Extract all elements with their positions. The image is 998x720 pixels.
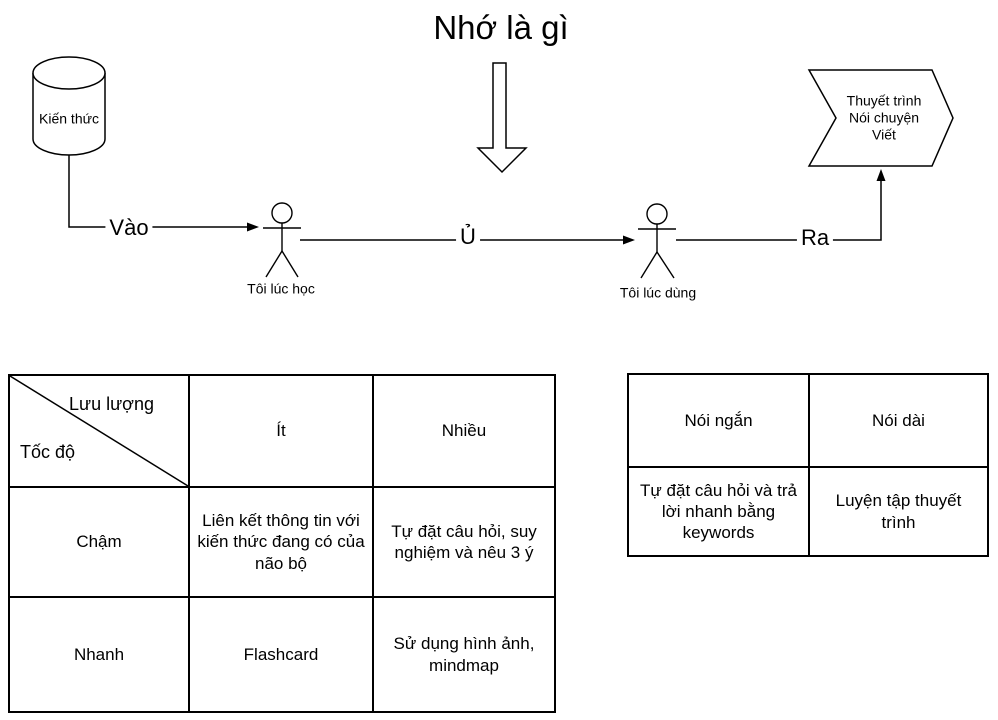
matrix-corner-speed-label: Tốc độ xyxy=(20,441,76,462)
output-line-2: Nói chuyện xyxy=(848,109,920,126)
page-title: Nhớ là gì xyxy=(433,9,569,47)
matrix-corner-volume-label: Lưu lượng xyxy=(69,394,154,414)
speaking-col-header-long: Nói dài xyxy=(809,374,988,467)
matrix-cell-fast-little: Flashcard xyxy=(189,597,373,712)
speaking-cell-short: Tự đặt câu hỏi và trả lời nhanh bằng key… xyxy=(628,467,809,556)
speaking-cell-long: Luyện tập thuyết trình xyxy=(809,467,988,556)
matrix-cell-slow-much: Tự đặt câu hỏi, suy nghiệm và nêu 3 ý xyxy=(373,487,555,597)
speaking-table: Nói ngắn Nói dài Tự đặt câu hỏi và trả l… xyxy=(627,373,989,557)
edge-in-connector xyxy=(68,155,259,232)
matrix-row-header-slow: Chậm xyxy=(9,487,189,597)
speaking-col-header-short: Nói ngắn xyxy=(628,374,809,467)
actor-learning-label: Tôi lúc học xyxy=(247,280,315,297)
output-chevron-icon xyxy=(807,69,954,167)
matrix-row-header-fast: Nhanh xyxy=(9,597,189,712)
output-chevron-label: Thuyết trình Nói chuyện Viết xyxy=(847,93,922,144)
matrix-col-header-little: Ít xyxy=(189,375,373,487)
corner-diagonal-line xyxy=(9,375,189,487)
actor-learning-icon xyxy=(263,202,301,278)
database-cylinder-icon xyxy=(32,56,106,156)
output-line-1: Thuyết trình xyxy=(846,92,922,109)
matrix-cell-fast-much: Sử dụng hình ảnh, mindmap xyxy=(373,597,555,712)
matrix-cell-slow-little: Liên kết thông tin với kiến thức đang có… xyxy=(189,487,373,597)
big-down-arrow-icon xyxy=(476,62,528,174)
database-label: Kiến thức xyxy=(39,110,99,127)
edge-incubate-label: Ủ xyxy=(456,223,480,251)
actor-using-label: Tôi lúc dùng xyxy=(619,284,697,301)
matrix-col-header-much: Nhiều xyxy=(373,375,555,487)
actor-using-icon xyxy=(638,203,676,279)
output-line-3: Viết xyxy=(872,126,896,143)
edge-out-connector xyxy=(676,169,886,241)
matrix-table: Lưu lượng Tốc độ Ít Nhiều Chậm Liên kết … xyxy=(8,374,556,713)
edge-out-label: Ra xyxy=(796,224,834,252)
matrix-corner-cell: Lưu lượng Tốc độ xyxy=(9,375,189,487)
edge-in-label: Vào xyxy=(105,214,153,242)
